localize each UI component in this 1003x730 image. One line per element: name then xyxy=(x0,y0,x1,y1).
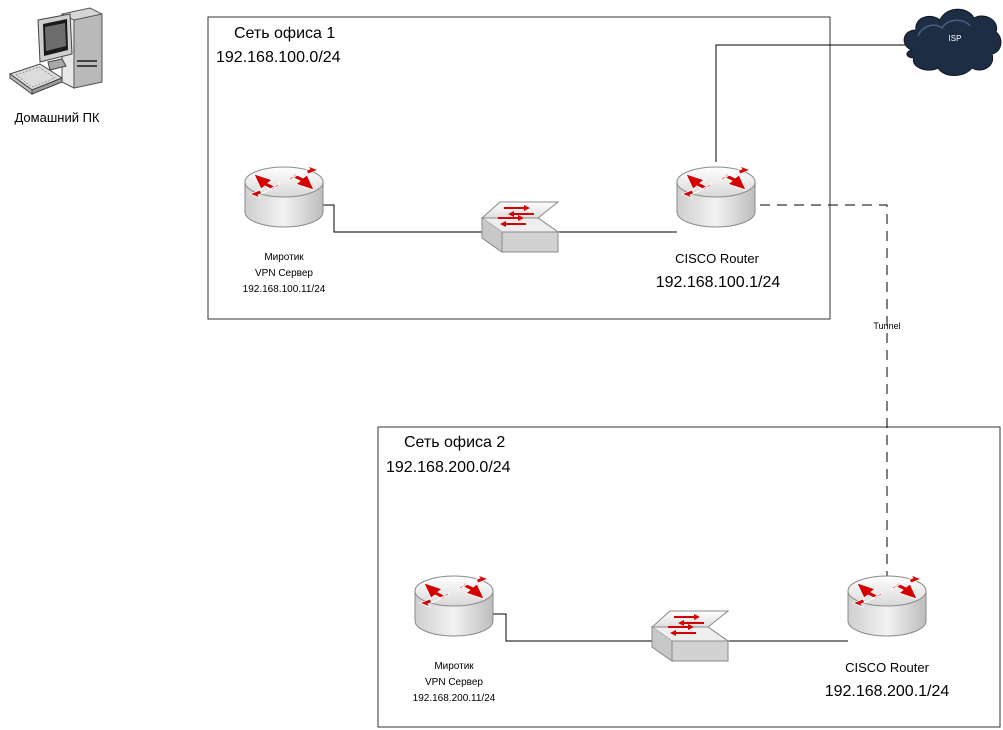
office1-switch-icon xyxy=(481,201,559,253)
home-pc-icon xyxy=(8,7,103,95)
office2-cisco-ip: 192.168.200.1/24 xyxy=(825,683,950,700)
office1-cisco-router-icon xyxy=(676,165,756,228)
office1-mikrotik-name: Миротик xyxy=(264,252,304,263)
office2-mikrotik-name: Миротик xyxy=(434,661,474,672)
office2-cisco-name: CISCO Router xyxy=(845,660,929,675)
office2-mikrotik-ip: 192.168.200.11/24 xyxy=(413,693,496,704)
office1-mikrotik-router-icon xyxy=(244,165,324,228)
office1-subnet: 192.168.100.0/24 xyxy=(216,49,341,66)
office2-title: Сеть офиса 2 xyxy=(404,434,505,451)
office1-title: Сеть офиса 1 xyxy=(234,25,335,42)
tunnel-label: Tunnel xyxy=(873,321,900,331)
office1-cisco-name: CISCO Router xyxy=(675,251,759,266)
office2-cisco-router-icon xyxy=(847,574,927,637)
office2-subnet: 192.168.200.0/24 xyxy=(386,459,511,476)
link-cisco1-isp xyxy=(715,44,908,162)
home-pc-label: Домашний ПК xyxy=(14,110,99,125)
office1-cisco-ip: 192.168.100.1/24 xyxy=(656,274,781,291)
link-mikrotik1-switch1 xyxy=(320,204,483,233)
office1-mikrotik-ip: 192.168.100.11/24 xyxy=(243,284,326,295)
isp-cloud-icon xyxy=(903,8,1002,76)
office1-mikrotik-role: VPN Сервер xyxy=(255,268,313,279)
link-mikrotik2-switch2 xyxy=(493,613,653,642)
isp-label: ISP xyxy=(949,34,962,43)
office1-boundary xyxy=(207,16,831,320)
tunnel-link xyxy=(760,204,888,578)
office2-mikrotik-role: VPN Сервер xyxy=(425,677,483,688)
office2-mikrotik-router-icon xyxy=(414,574,494,637)
office2-boundary xyxy=(377,426,1001,728)
office2-switch-icon xyxy=(651,610,729,662)
